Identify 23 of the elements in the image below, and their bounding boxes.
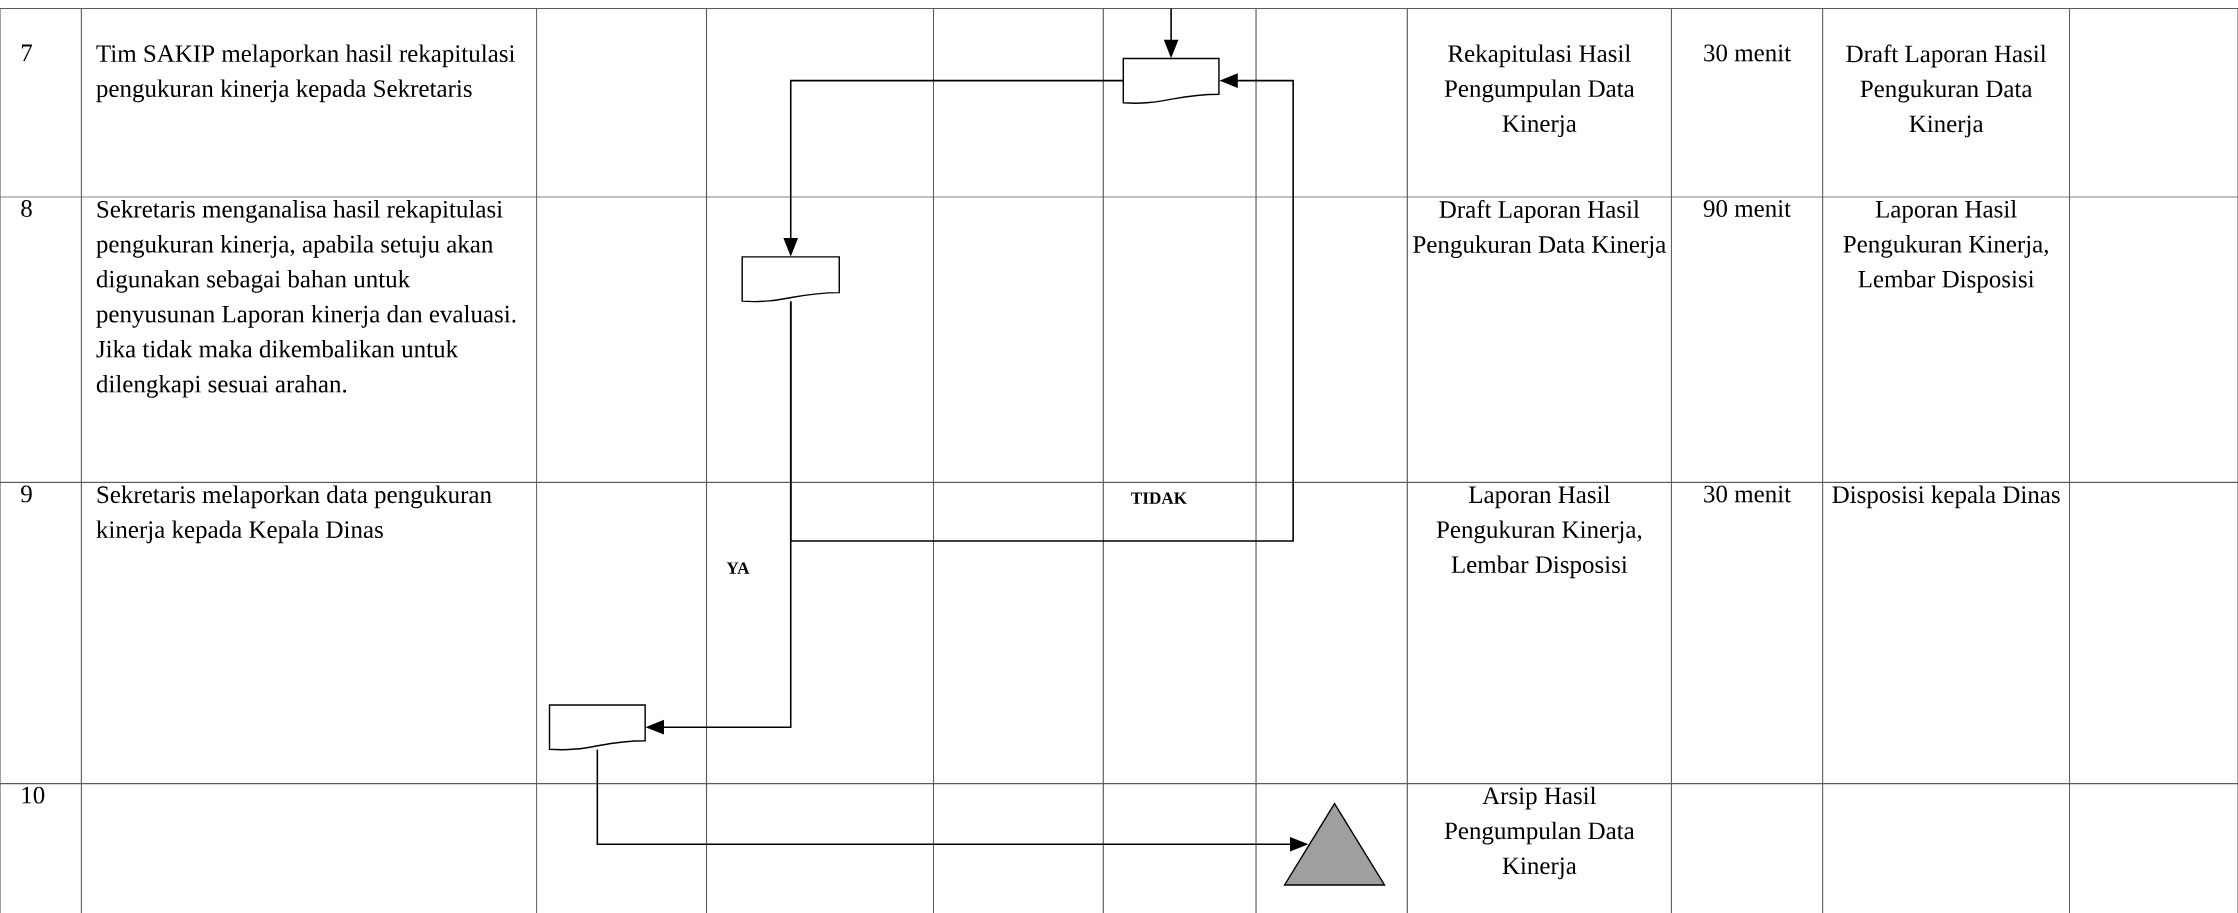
cell-text: Arsip Hasil Pengumpulan Data Kinerja bbox=[1444, 786, 1635, 880]
document-shape bbox=[1122, 57, 1220, 104]
cell-text: Draft Laporan Hasil Pengukuran Data Kinerja bbox=[1413, 199, 1666, 258]
document-shape bbox=[741, 255, 840, 303]
cell-text: Draft Laporan Hasil Pengukuran Data Kinerja bbox=[1846, 44, 2047, 138]
cell-text: Laporan Hasil Pengukuran Kinerja, Lembar Disposisi bbox=[1436, 485, 1642, 578]
document-shape bbox=[548, 704, 646, 751]
cell-text: 30 menit bbox=[1704, 485, 1791, 503]
cell-number: 7 bbox=[21, 44, 33, 61]
cell-text: Disposisi kepala Dinas bbox=[1832, 485, 2060, 508]
step-description: Tim SAKIP melaporkan hasil rekapitulasi pengukuran kinerja kepada Sekretaris bbox=[96, 44, 515, 102]
step-description: Sekretaris menganalisa hasil rekapitulasi pengukuran kinerja, apabila setuju akan digunakan sebagai bahan untuk penyusunan Laporan kinerja dan evaluasi. Jika tidak maka dikembalikan untuk dilengkapi sesuai arahan. bbox=[96, 199, 516, 398]
edge-label: TIDAK bbox=[1129, 490, 1189, 505]
step-description: Sekretaris melaporkan data pengukuran kinerja kepada Kepala Dinas bbox=[96, 485, 492, 543]
cell-text: 30 menit bbox=[1704, 44, 1791, 62]
arrow bbox=[789, 73, 1294, 542]
cell-number: 10 bbox=[22, 786, 45, 804]
cell-text: Laporan Hasil Pengukuran Kinerja, Lembar Disposisi bbox=[1843, 199, 2048, 293]
cell-text: Rekapitulasi Hasil Pengumpulan Data Kinerja bbox=[1444, 44, 1635, 137]
cell-number: 9 bbox=[21, 485, 32, 503]
cell-text: 90 menit bbox=[1703, 199, 1791, 217]
edge-label: YA bbox=[724, 560, 751, 575]
cell-number: 8 bbox=[21, 199, 32, 217]
